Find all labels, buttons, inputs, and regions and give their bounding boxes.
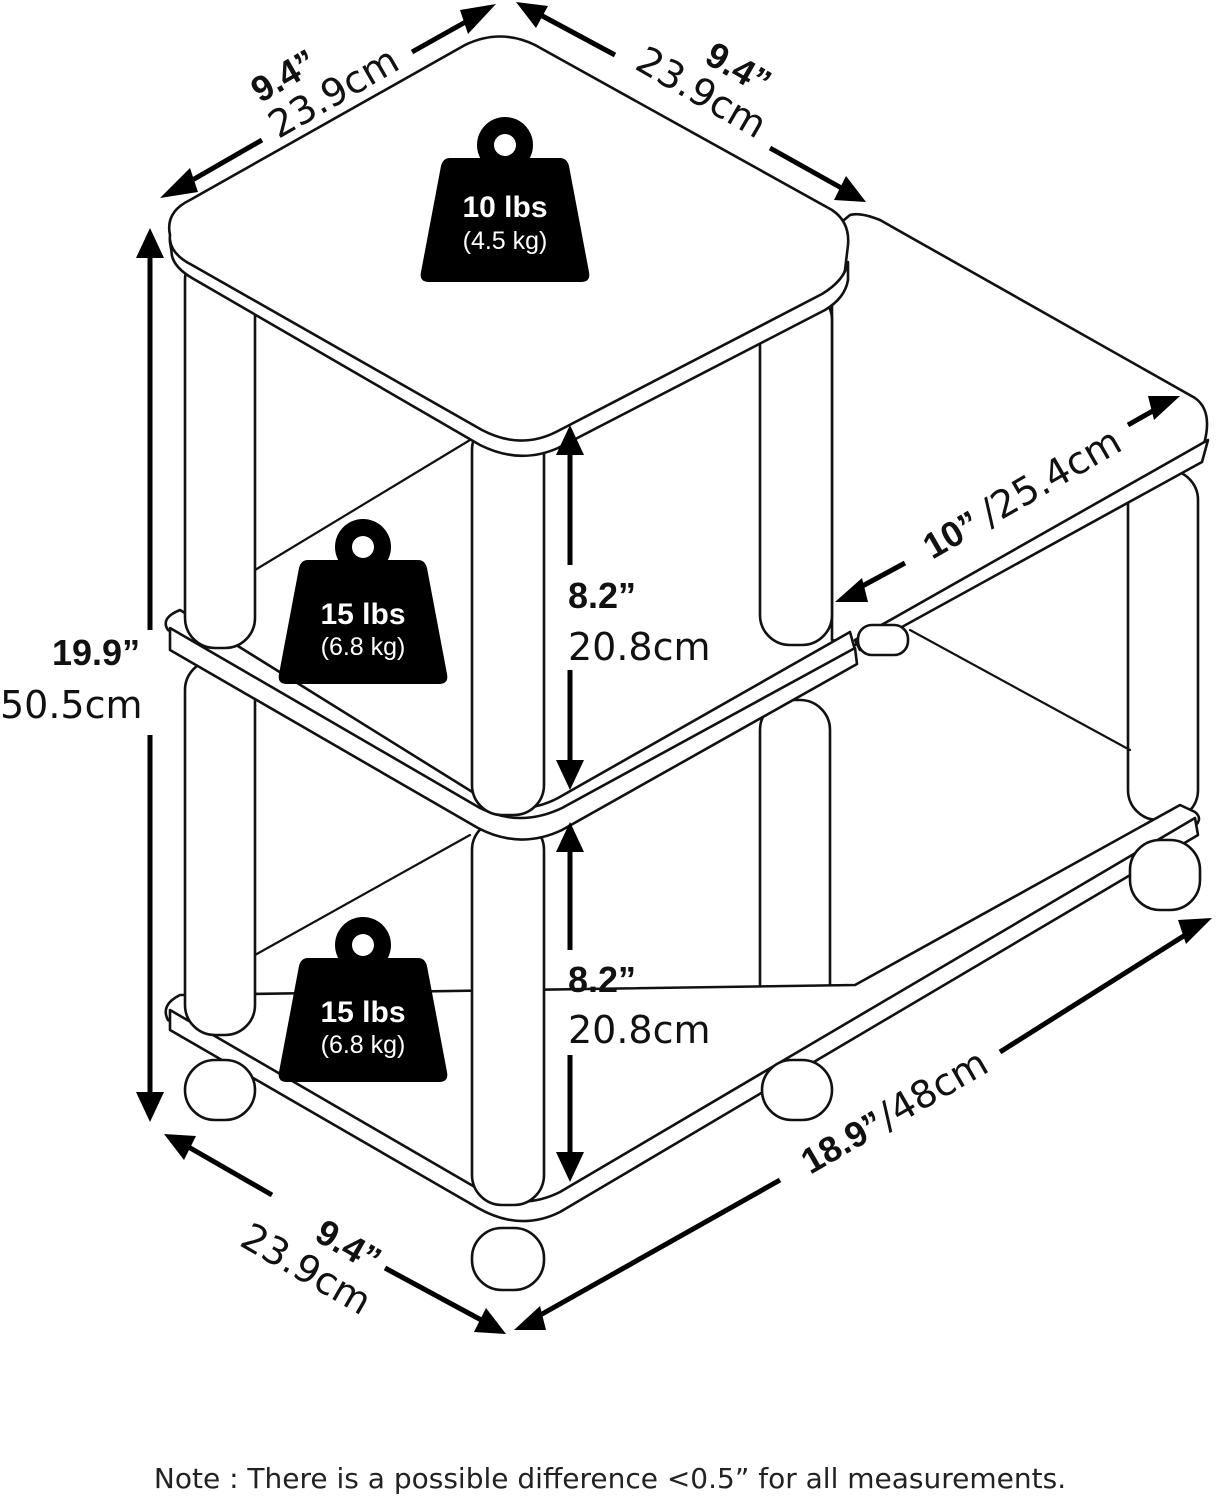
weight-bottom-kg: (6.8 kg) xyxy=(321,1031,406,1059)
arrow-top-right-b xyxy=(768,145,847,193)
arrowhead-icon xyxy=(474,1308,506,1334)
middle-shelf-edge xyxy=(168,626,859,841)
post-back-upper xyxy=(758,288,834,647)
back-edge-lower xyxy=(253,833,472,957)
weight-icon xyxy=(278,519,448,684)
arrow-length-b xyxy=(998,929,1192,1055)
arrowhead-icon xyxy=(556,760,584,790)
dim-height-cm: 50.5cm xyxy=(0,683,143,727)
back-post-lower xyxy=(758,698,832,1034)
measurement-note: Note : There is a possible difference <0… xyxy=(154,1462,1066,1495)
weight-badge-top: 10 lbs (4.5 kg) xyxy=(420,117,590,282)
dim-upper-cm: 20.8cm xyxy=(568,625,711,669)
post-front-left-lower xyxy=(183,658,257,1037)
dim-upper-inch: 8.2” xyxy=(568,575,636,616)
dimension-arrows xyxy=(136,2,1212,1334)
weight-bottom-lbs: 15 lbs xyxy=(320,996,405,1029)
arrowhead-icon xyxy=(1148,396,1180,420)
dim-lower-cm: 20.8cm xyxy=(568,1008,711,1052)
weight-icon xyxy=(278,917,448,1082)
arrow-length-a xyxy=(533,1177,782,1321)
step-post-stub xyxy=(856,623,910,657)
arrowhead-icon xyxy=(160,168,198,198)
post-front-right-lower xyxy=(470,818,546,1207)
arrowhead-icon xyxy=(835,578,868,602)
dim-height: 19.9” 50.5cm xyxy=(0,632,143,727)
weight-icon xyxy=(420,117,590,282)
arrowhead-icon xyxy=(834,176,866,202)
arrow-bottom-left-a xyxy=(183,1142,274,1198)
arrowhead-icon xyxy=(1178,918,1212,944)
arrowhead-icon xyxy=(136,228,164,258)
post-front-right-upper xyxy=(470,418,546,817)
weight-badge-bottom: 15 lbs (6.8 kg) xyxy=(278,917,448,1082)
dim-lower-inch: 8.2” xyxy=(568,959,636,1000)
back-edge-upper xyxy=(253,438,472,572)
arrowhead-icon xyxy=(514,1306,546,1330)
dim-upper-clearance: 8.2” 20.8cm xyxy=(568,575,711,669)
dim-height-inch: 19.9” xyxy=(52,632,140,673)
arrowhead-icon xyxy=(516,2,548,28)
arrow-top-left-a xyxy=(180,137,264,189)
arrowhead-icon xyxy=(556,425,584,455)
dim-length-cm: /48cm xyxy=(870,1040,995,1138)
arrowhead-icon xyxy=(136,1092,164,1122)
arrowhead-icon xyxy=(460,4,496,34)
weight-middle-lbs: 15 lbs xyxy=(320,598,405,631)
shelf-drawing xyxy=(164,35,1210,1292)
dim-lower-clearance: 8.2” 20.8cm xyxy=(568,959,711,1052)
weight-top-kg: (4.5 kg) xyxy=(463,227,548,255)
foot-right xyxy=(1128,838,1202,912)
weight-badge-middle: 15 lbs (6.8 kg) xyxy=(278,519,448,684)
arrowhead-icon xyxy=(556,1152,584,1182)
foot-front-left xyxy=(183,1058,257,1122)
dim-bottom-left: 9.4” 23.9cm xyxy=(233,1211,388,1324)
weight-top-lbs: 10 lbs xyxy=(462,191,547,224)
arrow-bottom-left-b xyxy=(383,1265,487,1325)
back-edge-right xyxy=(908,628,1132,752)
arrowhead-icon xyxy=(556,822,584,852)
arrowhead-icon xyxy=(164,1134,196,1160)
arrow-top-right-a xyxy=(533,9,617,58)
foot-front-right xyxy=(470,1226,546,1292)
right-post-back xyxy=(1126,468,1200,822)
weight-middle-kg: (6.8 kg) xyxy=(321,633,406,661)
top-board-edge xyxy=(168,238,850,458)
foot-back xyxy=(760,1058,834,1122)
